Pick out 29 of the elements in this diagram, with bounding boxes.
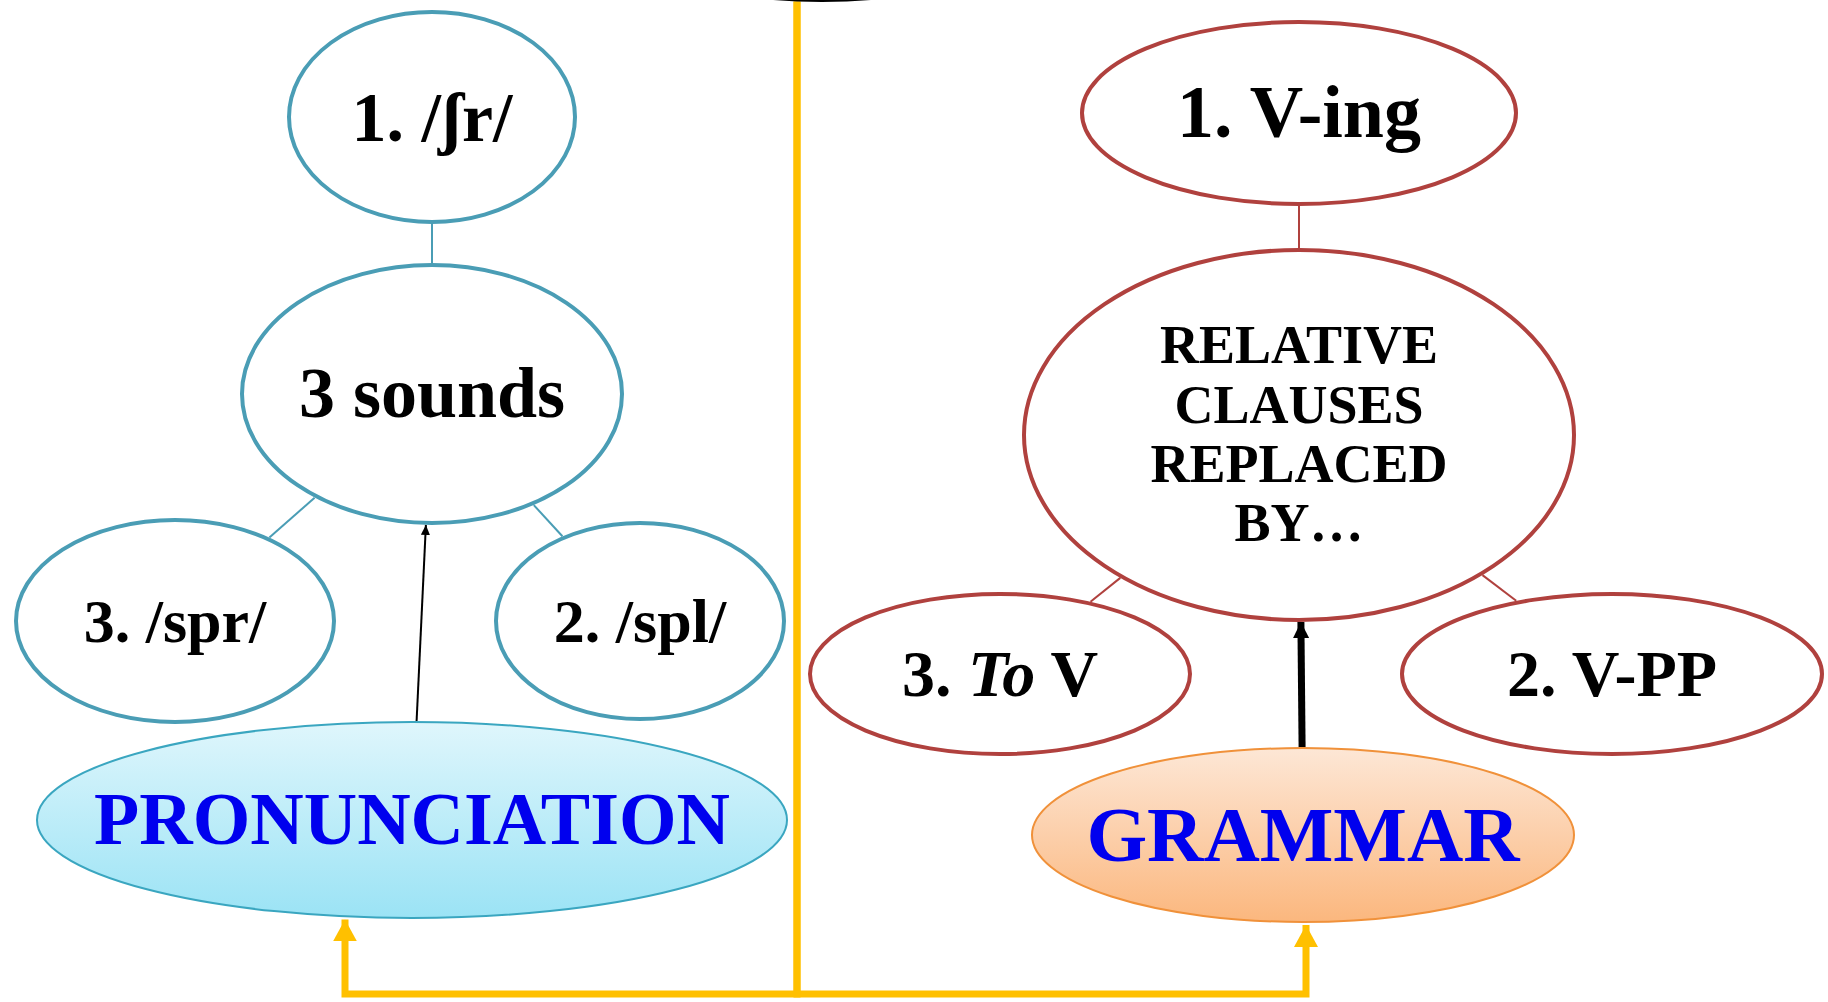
oval-node [14,518,336,724]
connector-line [431,223,433,264]
node-text: 3. To V [901,637,1099,711]
oval-node [1400,592,1824,756]
connector-line [1481,574,1518,602]
arrow [415,523,430,722]
oval-node [287,10,577,224]
oval-node [36,721,788,919]
node-text: 1. V-ing [1177,72,1421,154]
node-text: PRONUNCIATION [94,779,730,861]
oval-node [1031,747,1575,923]
oval-node [1022,248,1576,622]
node-text: 2. V-PP [1506,637,1718,711]
node-text: GRAMMAR [1086,792,1520,878]
oval-node [808,592,1192,756]
oval-node [494,521,786,721]
connector-line [1298,205,1300,249]
arrow [793,1,1318,998]
oval-node [1080,20,1518,206]
connector-line [532,504,564,538]
arrow [1293,621,1310,748]
node-text: 1. /ʃr/ [351,78,513,156]
node-text: 3. /spr/ [83,586,267,656]
connector-line [1089,576,1122,603]
connector-line [268,496,316,539]
node-text: 3 sounds [298,354,566,434]
node-text: 2. /spl/ [553,586,727,656]
node-text: RELATIVE CLAUSES REPLACED BY… [1149,316,1449,554]
oval-node [240,263,624,525]
